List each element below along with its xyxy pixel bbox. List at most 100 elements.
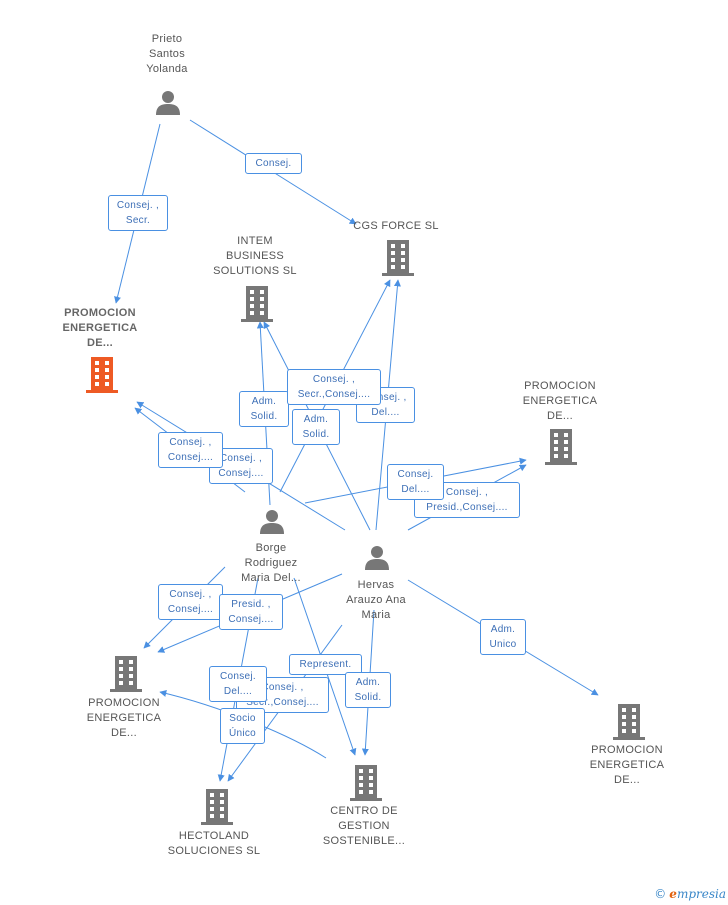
- label-line: Yolanda: [146, 63, 188, 75]
- edge-label-line: Consej. ,: [445, 487, 489, 498]
- edge-label-line: Consej. ,: [169, 437, 212, 448]
- edge-label[interactable]: Consej. , Secr.: [108, 195, 168, 231]
- edge-label-line: Presid. ,: [231, 599, 271, 610]
- label-line: ENERGETICA: [589, 759, 665, 771]
- label-line: SOLUTIONS SL: [213, 265, 297, 277]
- building-icon[interactable]: [110, 656, 142, 692]
- edge-label[interactable]: Socio Único: [220, 708, 265, 744]
- label-line: DE...: [547, 410, 573, 422]
- edge-label[interactable]: Presid. , Consej....: [219, 594, 283, 630]
- edge-label-line: Consej.: [219, 671, 256, 682]
- edge-label-line: Consej....: [228, 614, 274, 625]
- label-line: CGS FORCE SL: [353, 220, 439, 232]
- label-line: Prieto: [151, 33, 183, 45]
- building-icon[interactable]: [350, 765, 382, 801]
- node-label-centro[interactable]: CENTRO DE GESTION SOSTENIBLE...: [323, 804, 405, 849]
- building-icon[interactable]: [613, 704, 645, 740]
- node-label-promocion-right[interactable]: PROMOCION ENERGETICA DE...: [523, 379, 598, 424]
- building-icon[interactable]: [86, 357, 118, 393]
- edge-label-line: Del....: [401, 484, 430, 495]
- edge-label[interactable]: Consej.: [245, 153, 302, 174]
- edge-label-line: Del....: [371, 407, 400, 418]
- edge-label-line: Secr.,Consej....: [246, 697, 319, 708]
- label-line: CENTRO DE: [330, 805, 398, 817]
- logo-text: mpresia: [676, 887, 726, 901]
- edge-label-line: Consej. ,: [169, 589, 212, 600]
- edge-label-line: Consej. ,: [261, 682, 304, 693]
- edge-label-line: Consej....: [167, 452, 214, 463]
- edge-label-line: Adm.: [355, 677, 381, 688]
- label-line: ENERGETICA: [522, 395, 598, 407]
- edge-label-line: Secr.: [125, 215, 151, 226]
- label-line: HECTOLAND: [178, 830, 250, 842]
- label-line: Hervas: [357, 579, 395, 591]
- edge-label-line: Del....: [223, 686, 253, 697]
- edge-label-line: Presid.,Consej....: [426, 502, 508, 513]
- label-line: Rodriguez: [244, 557, 298, 569]
- edge-label-line: Secr.,Consej....: [297, 389, 371, 400]
- node-label-intem[interactable]: INTEM BUSINESS SOLUTIONS SL: [213, 234, 297, 279]
- edge-label-line: Solid.: [302, 429, 330, 440]
- node-label-hectoland[interactable]: HECTOLAND SOLUCIONES SL: [168, 829, 261, 859]
- label-line: Maria Del...: [241, 572, 301, 584]
- edge-label[interactable]: Consej. Del....: [209, 666, 267, 702]
- edge-label-line: Consej....: [218, 468, 264, 479]
- edge-label[interactable]: Adm. Solid.: [345, 672, 391, 708]
- edge-label-line: Consej. ,: [219, 453, 263, 464]
- node-label-promocion-left[interactable]: PROMOCION ENERGETICA DE...: [87, 696, 162, 741]
- label-line: SOLUCIONES SL: [167, 845, 261, 857]
- building-icon[interactable]: [201, 789, 233, 825]
- label-line: Arauzo Ana: [346, 594, 406, 606]
- edge-label[interactable]: Consej. , Secr.,Consej....: [287, 369, 381, 405]
- person-icon[interactable]: [363, 543, 391, 571]
- label-line: DE...: [614, 774, 640, 786]
- edge-label[interactable]: Consej. Del....: [387, 464, 444, 500]
- edge-label-line: Consej. ,: [312, 374, 356, 385]
- person-icon[interactable]: [154, 88, 182, 116]
- node-label-hervas[interactable]: Hervas Arauzo Ana Maria: [346, 578, 406, 623]
- edge-label[interactable]: Consej. , Consej....: [158, 584, 223, 620]
- edge-label-line: Solid.: [250, 411, 278, 422]
- logo-initial: e: [669, 887, 677, 901]
- edge-label[interactable]: Adm. Solid.: [292, 409, 340, 445]
- copyright-symbol: ©: [654, 887, 667, 901]
- edge-label-line: Socio: [229, 713, 256, 724]
- edge-label-line: Adm.: [490, 624, 516, 635]
- person-icon[interactable]: [258, 507, 286, 535]
- label-line: PROMOCION: [524, 380, 596, 392]
- edge-label[interactable]: Represent.: [289, 654, 362, 675]
- edge-label[interactable]: Consej. , Consej....: [158, 432, 223, 468]
- edge-label-line: Adm.: [251, 396, 277, 407]
- edge-label-line: Solid.: [354, 692, 382, 703]
- label-line: INTEM: [237, 235, 273, 247]
- label-line: BUSINESS: [225, 250, 285, 262]
- node-label-promocion-br[interactable]: PROMOCION ENERGETICA DE...: [590, 743, 665, 788]
- node-label-promocion-main[interactable]: PROMOCION ENERGETICA DE...: [62, 306, 137, 351]
- edge-label-line: Unico: [489, 639, 517, 650]
- edge-label-line: Consej.: [397, 469, 434, 480]
- label-line: SOSTENIBLE...: [322, 835, 406, 847]
- label-line: PROMOCION: [64, 307, 136, 319]
- edge-label[interactable]: Adm. Unico: [480, 619, 526, 655]
- label-line: Santos: [148, 48, 186, 60]
- edge-label-line: Represent.: [299, 659, 352, 670]
- building-icon[interactable]: [241, 286, 273, 322]
- edge-label-line: Consej. ,: [116, 200, 160, 211]
- label-line: Maria: [361, 609, 391, 621]
- edge-label[interactable]: Adm. Solid.: [239, 391, 289, 427]
- edge-label-line: Consej....: [167, 604, 214, 615]
- label-line: DE...: [111, 727, 137, 739]
- label-line: ENERGETICA: [62, 322, 138, 334]
- building-icon[interactable]: [545, 429, 577, 465]
- label-line: PROMOCION: [591, 744, 663, 756]
- edge-label-line: Consej. ,: [364, 392, 407, 403]
- building-icon[interactable]: [382, 240, 414, 276]
- label-line: Borge: [255, 542, 287, 554]
- node-label-borge[interactable]: Borge Rodriguez Maria Del...: [241, 541, 301, 586]
- label-line: ENERGETICA: [86, 712, 162, 724]
- empresia-logo[interactable]: ©empresia: [654, 887, 726, 901]
- label-line: DE...: [87, 337, 113, 349]
- node-label-prieto[interactable]: Prieto Santos Yolanda: [146, 32, 187, 77]
- node-label-cgs[interactable]: CGS FORCE SL: [353, 219, 439, 234]
- edge-label-line: Consej.: [255, 158, 292, 169]
